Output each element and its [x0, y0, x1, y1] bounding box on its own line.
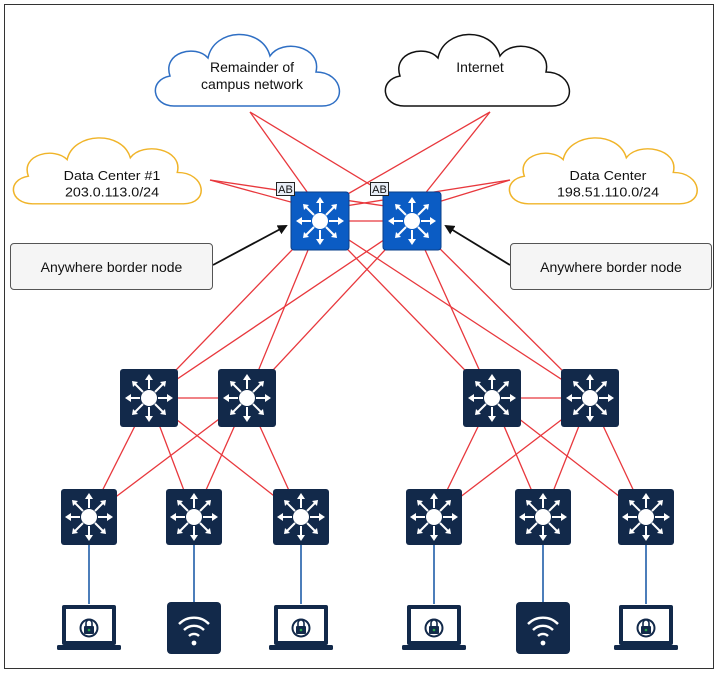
- laptop-icon: [269, 605, 333, 650]
- switch-access-6[interactable]: [618, 489, 674, 545]
- cloud-campus: Remainder of campus network: [154, 33, 341, 107]
- switch-icon: [222, 373, 272, 423]
- callout-left-label: Anywhere border node: [40, 258, 183, 275]
- link: [319, 220, 493, 399]
- link: [411, 220, 591, 399]
- callout-arrow-left: [212, 225, 288, 266]
- switch-icon: [169, 492, 219, 542]
- cloud-campus-line1: Remainder of: [210, 59, 294, 75]
- cloud-dc1-line1: Data Center #1: [64, 168, 161, 182]
- anywhere-border-badge-right: AB: [370, 182, 389, 196]
- switch-icon: [409, 492, 459, 542]
- switch-icon: [518, 492, 568, 542]
- border-node-right[interactable]: [382, 191, 442, 251]
- link: [246, 220, 413, 399]
- callout-arrow-right: [444, 224, 511, 266]
- switch-dist-2[interactable]: [218, 369, 276, 427]
- callout-anywhere-border-left: Anywhere border node: [10, 243, 213, 290]
- cloud-campus-line2: campus network: [201, 76, 304, 92]
- switch-access-5[interactable]: [515, 489, 571, 545]
- switch-access-1[interactable]: [61, 489, 117, 545]
- cloud-data-center-1: Data Center #1 203.0.113.0/24: [12, 137, 202, 205]
- link: [148, 220, 321, 399]
- switch-icon: [467, 373, 517, 423]
- access-links: [88, 545, 647, 604]
- laptop-icon: [402, 605, 466, 650]
- switch-dist-1[interactable]: [120, 369, 178, 427]
- switch-icon: [276, 492, 326, 542]
- link: [148, 220, 413, 399]
- laptop-icon: [57, 605, 121, 650]
- cloud-data-center-2: Data Center 198.51.110.0/24: [508, 137, 698, 205]
- switch-access-3[interactable]: [273, 489, 329, 545]
- switch-icon: [387, 196, 437, 246]
- anywhere-border-badge-left: AB: [276, 182, 295, 196]
- switch-icon: [621, 492, 671, 542]
- cloud-internet: Internet: [384, 33, 571, 107]
- wireless-ap-icon: [516, 602, 570, 654]
- cloud-dc2-line2: 198.51.110.0/24: [557, 185, 659, 199]
- cloud-internet-label: Internet: [456, 59, 504, 75]
- switch-access-2[interactable]: [166, 489, 222, 545]
- wireless-ap-icon: [167, 602, 221, 654]
- border-node-left[interactable]: [290, 191, 350, 251]
- diagram-frame: [4, 4, 714, 669]
- switch-dist-4[interactable]: [561, 369, 619, 427]
- callout-right-label: Anywhere border node: [540, 258, 682, 275]
- callout-anywhere-border-right: Anywhere border node: [510, 243, 712, 290]
- switch-icon: [295, 196, 345, 246]
- switch-icon: [124, 373, 174, 423]
- cloud-dc1-line2: 203.0.113.0/24: [65, 185, 160, 199]
- switch-dist-3[interactable]: [463, 369, 521, 427]
- link: [319, 220, 591, 399]
- switch-icon: [565, 373, 615, 423]
- laptop-icon: [614, 605, 678, 650]
- switch-icon: [64, 492, 114, 542]
- switch-access-4[interactable]: [406, 489, 462, 545]
- cloud-dc2-line1: Data Center: [570, 168, 647, 182]
